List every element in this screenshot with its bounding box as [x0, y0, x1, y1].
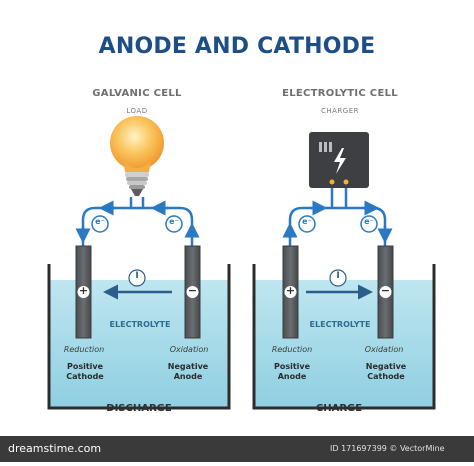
electrolytic-oxidation-label: Oxidation [364, 345, 404, 354]
image-credit: ID 171697399 © VectorMine [330, 444, 445, 453]
galvanic-electron-right-icon [165, 215, 183, 233]
galvanic-bulb-leads [129, 197, 145, 208]
galvanic-electrolyte-label: ELECTROLYTE [109, 320, 171, 329]
brand-watermark: dreamstime.com [8, 442, 102, 455]
galvanic-mode-label: DISCHARGE [106, 403, 172, 414]
electrolytic-electron-left-label: e⁻ [302, 217, 312, 226]
galvanic-cathode-line2: Cathode [66, 372, 104, 381]
galvanic-container [47, 264, 231, 410]
page-title: ANODE AND CATHODE [98, 34, 376, 59]
galvanic-current-label: I [135, 271, 139, 281]
electrolytic-electron-left-icon [298, 215, 316, 233]
galvanic-heading: GALVANIC CELL [92, 88, 182, 99]
electrolytic-mode-label: CHARGE [315, 403, 363, 414]
galvanic-electron-left-label: e⁻ [95, 217, 105, 226]
galvanic-electron-right-label: e⁻ [169, 217, 179, 226]
galvanic-anode-line1: Negative [167, 362, 209, 371]
electrolytic-anode-line2: Anode [277, 372, 307, 381]
electrolytic-container [252, 264, 436, 410]
galvanic-electron-left-icon [91, 215, 109, 233]
galvanic-oxidation-label: Oxidation [169, 345, 209, 354]
electrolytic-anode-line1: Positive [273, 362, 311, 371]
footer-bar: dreamstime.com ID 171697399 © VectorMine [0, 436, 474, 462]
galvanic-positive-sign-icon [77, 286, 90, 298]
electrolytic-cell [252, 132, 436, 410]
electrolytic-reduction-label: Reduction [271, 345, 313, 354]
galvanic-reduction-label: Reduction [63, 345, 105, 354]
galvanic-cathode-line1: Positive [66, 362, 104, 371]
galvanic-current-icon [128, 269, 146, 287]
electrolytic-anode-label: Positive Anode [274, 362, 310, 382]
electrolytic-wire [288, 206, 387, 248]
electrolytic-cathode-line1: Negative [365, 362, 407, 371]
electrolytic-electrolyte-label: ELECTROLYTE [309, 320, 371, 329]
galvanic-load-label: LOAD [126, 107, 148, 115]
galvanic-anode-line2: Anode [173, 372, 203, 381]
electrolytic-cathode-line2: Cathode [367, 372, 405, 381]
electrolytic-electrolyte-solution [254, 280, 434, 408]
galvanic-plus-label: + [78, 284, 89, 297]
galvanic-wire [81, 206, 194, 248]
electrolytic-cathode-label: Negative Cathode [366, 362, 406, 382]
electrolytic-heading: ELECTROLYTIC CELL [282, 88, 398, 99]
electrolytic-minus-label: − [380, 284, 391, 297]
galvanic-cell [47, 116, 231, 410]
electrolytic-electron-right-icon [360, 215, 378, 233]
galvanic-cathode-label: Positive Cathode [66, 362, 103, 382]
electrolytic-positive-sign-icon [284, 286, 297, 298]
electrolytic-charger-leads [330, 188, 348, 208]
charger-icon [309, 132, 369, 188]
galvanic-negative-sign-icon [186, 286, 199, 298]
galvanic-anode-label: Negative Anode [168, 362, 208, 382]
electrolytic-plus-label: + [285, 284, 296, 297]
electrolytic-current-label: I [336, 271, 340, 281]
electrolytic-current-icon [329, 269, 347, 287]
light-bulb-icon [110, 116, 164, 196]
electrolytic-charger-label: CHARGER [320, 107, 360, 115]
electrolytic-negative-sign-icon [379, 286, 392, 298]
electrolytic-electron-right-label: e⁻ [364, 217, 374, 226]
galvanic-minus-label: − [187, 284, 198, 297]
